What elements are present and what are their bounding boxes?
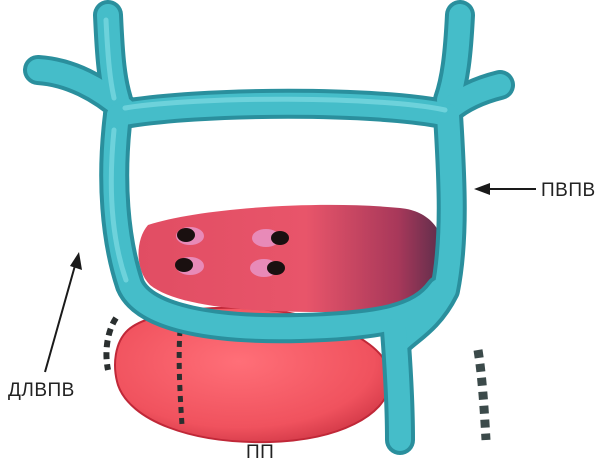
right-suture <box>478 350 486 440</box>
upper-organ <box>138 205 443 312</box>
arrow-right-label <box>474 183 536 195</box>
label-bottom-structure: ПП <box>246 442 274 464</box>
arrow-left-label <box>45 252 82 372</box>
lower-organ-suture <box>179 330 182 425</box>
label-right-vessel: ПВПВ <box>541 180 596 202</box>
label-left-vessel: ДЛВПВ <box>8 380 75 402</box>
